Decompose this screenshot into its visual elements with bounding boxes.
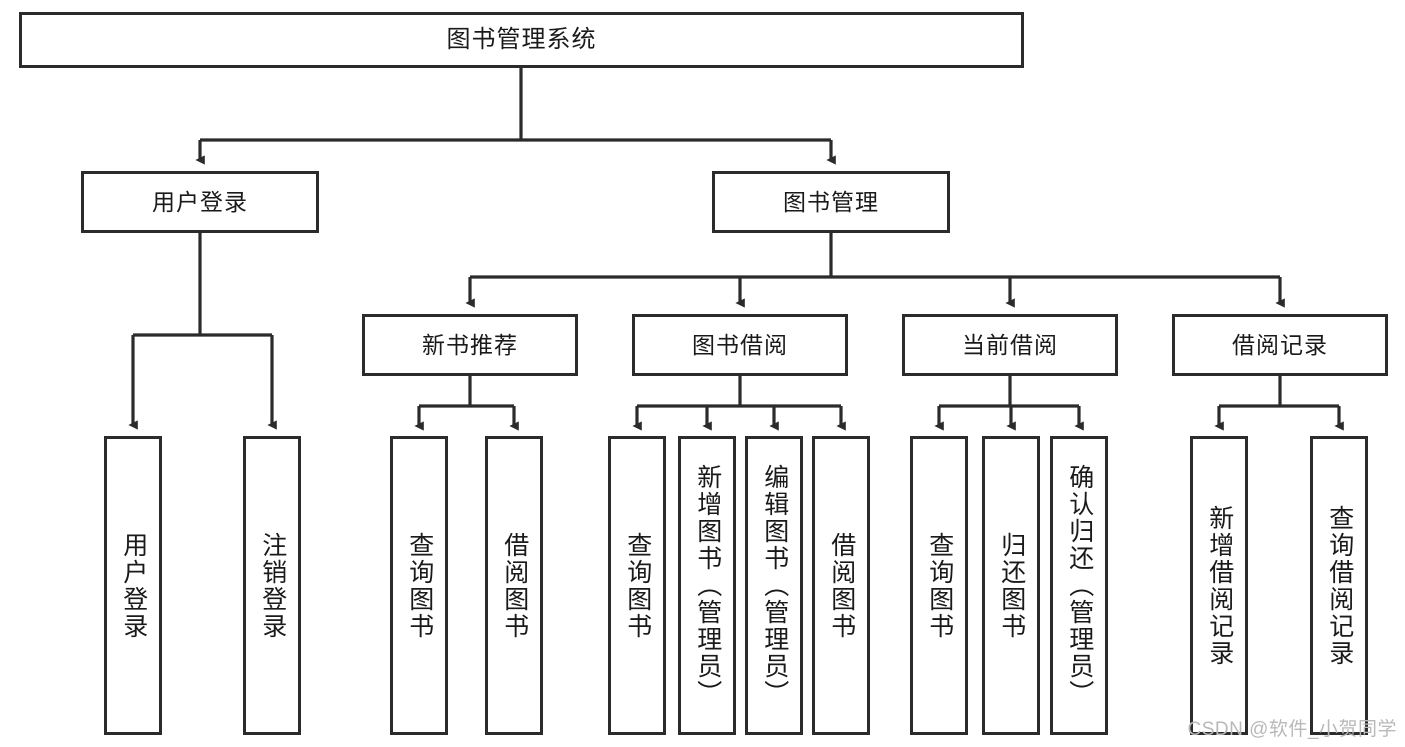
node-label: 查询图书: [405, 531, 434, 640]
node-book-manage[interactable]: 图书管理: [712, 171, 950, 233]
node-label: 图书管理: [783, 188, 879, 215]
node-label: 图书管理系统: [446, 26, 597, 53]
node-leaf-query-borrow-record[interactable]: 查询借阅记录: [1310, 436, 1368, 735]
node-label: 归还图书: [997, 531, 1026, 640]
node-leaf-borrow-book[interactable]: 借阅图书: [812, 436, 870, 735]
node-label: 查询图书: [925, 531, 954, 640]
node-leaf-borrow-book-rec[interactable]: 借阅图书: [485, 436, 543, 735]
node-leaf-add-borrow-record[interactable]: 新增借阅记录: [1190, 436, 1248, 735]
node-leaf-user-login[interactable]: 用户登录: [104, 436, 162, 735]
node-leaf-query-book-current[interactable]: 查询图书: [910, 436, 968, 735]
node-new-book-recommend[interactable]: 新书推荐: [362, 314, 578, 376]
node-leaf-query-book-borrow[interactable]: 查询图书: [608, 436, 666, 735]
node-label: 查询图书: [623, 531, 652, 640]
node-label: 编辑图书（管理员）: [760, 464, 789, 707]
node-label: 新增图书（管理员）: [693, 464, 722, 707]
node-label: 确认归还（管理员）: [1065, 464, 1094, 707]
node-user-login[interactable]: 用户登录: [81, 171, 319, 233]
node-label: 新增借阅记录: [1205, 504, 1234, 667]
node-borrow-record[interactable]: 借阅记录: [1172, 314, 1388, 376]
node-label: 注销登录: [258, 531, 287, 640]
node-label: 查询借阅记录: [1325, 504, 1354, 667]
node-leaf-edit-book-admin[interactable]: 编辑图书（管理员）: [745, 436, 803, 735]
node-label: 用户登录: [152, 188, 248, 215]
node-label: 当前借阅: [962, 331, 1058, 358]
node-leaf-return-book[interactable]: 归还图书: [982, 436, 1040, 735]
node-leaf-user-logout[interactable]: 注销登录: [243, 436, 301, 735]
node-label: 新书推荐: [422, 331, 518, 358]
node-current-borrow[interactable]: 当前借阅: [902, 314, 1118, 376]
node-label: 借阅图书: [500, 531, 529, 640]
node-book-borrow[interactable]: 图书借阅: [632, 314, 848, 376]
node-label: 用户登录: [119, 531, 148, 640]
node-root[interactable]: 图书管理系统: [19, 12, 1024, 68]
node-leaf-confirm-return-admin[interactable]: 确认归还（管理员）: [1050, 436, 1108, 735]
node-leaf-add-book-admin[interactable]: 新增图书（管理员）: [678, 436, 736, 735]
node-label: 借阅图书: [827, 531, 856, 640]
csdn-watermark: CSDN @软件_小贺同学: [1187, 719, 1397, 740]
node-label: 借阅记录: [1232, 331, 1328, 358]
node-label: 图书借阅: [692, 331, 788, 358]
node-leaf-query-book-rec[interactable]: 查询图书: [390, 436, 448, 735]
